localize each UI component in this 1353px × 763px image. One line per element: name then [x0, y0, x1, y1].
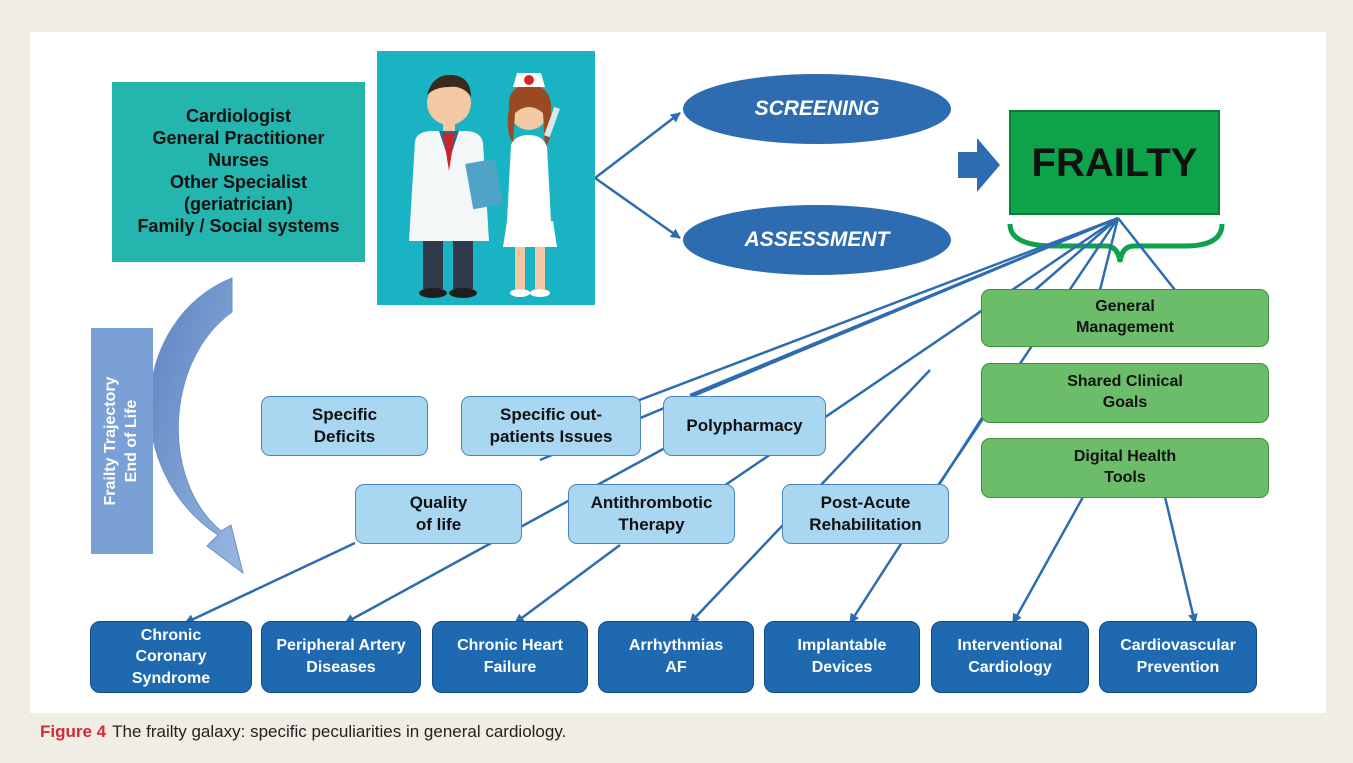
- caption-text: The frailty galaxy: specific peculiariti…: [112, 722, 567, 741]
- screening-oval: SCREENING: [683, 74, 951, 144]
- trajectory-label: Frailty Trajectory End of Life: [102, 376, 140, 506]
- outpatients-issues-box: Specific out- patients Issues: [461, 396, 641, 456]
- shared-goals-box: Shared Clinical Goals: [981, 363, 1269, 423]
- condition-cardiovascular-prevention: Cardiovascular Prevention: [1099, 621, 1257, 693]
- figure-caption: Figure 4 The frailty galaxy: specific pec…: [40, 722, 566, 742]
- condition-interventional-cardiology: Interventional Cardiology: [931, 621, 1089, 693]
- figure-label: Figure 4: [40, 722, 107, 741]
- frailty-trajectory-bar: Frailty Trajectory End of Life: [91, 328, 153, 554]
- arrow-to-prevention: [1163, 496, 1198, 624]
- condition-chronic-coronary-syndrome: Chronic Coronary Syndrome: [90, 621, 252, 693]
- condition-arrhythmias-af: Arrhythmias AF: [598, 621, 754, 693]
- specific-deficits-box: Specific Deficits: [261, 396, 428, 456]
- fan-line-management: [1034, 217, 1119, 291]
- fan-line-outpatients: [599, 216, 1119, 417]
- fan-line-goals: [1098, 217, 1120, 291]
- frailty-box: FRAILTY: [1009, 110, 1220, 215]
- doctor-nurse-illustration: [377, 51, 595, 305]
- arrow-to-chf: [514, 543, 621, 625]
- arrow-to-screening: [594, 112, 681, 179]
- condition-chronic-heart-failure: Chronic Heart Failure: [432, 621, 588, 693]
- arrow-to-assessment: [594, 176, 681, 240]
- antithrombotic-therapy-box: Antithrombotic Therapy: [568, 484, 735, 544]
- condition-peripheral-artery-diseases: Peripheral Artery Diseases: [261, 621, 421, 693]
- assessment-oval: ASSESSMENT: [683, 205, 951, 275]
- block-arrow-to-frailty: [958, 138, 1000, 192]
- care-team-box: Cardiologist General Practitioner Nurses…: [112, 82, 365, 262]
- frailty-brace: [1007, 223, 1225, 263]
- arrow-to-interventional: [1011, 496, 1085, 624]
- condition-implantable-devices: Implantable Devices: [764, 621, 920, 693]
- general-management-box: General Management: [981, 289, 1269, 347]
- fan-line-digital: [1117, 217, 1176, 291]
- digital-health-box: Digital Health Tools: [981, 438, 1269, 498]
- trajectory-curve-arrow: [149, 277, 244, 575]
- quality-of-life-box: Quality of life: [355, 484, 522, 544]
- post-acute-rehabilitation-box: Post-Acute Rehabilitation: [782, 484, 949, 544]
- arrow-to-ccs: [184, 541, 356, 625]
- polypharmacy-box: Polypharmacy: [663, 396, 826, 456]
